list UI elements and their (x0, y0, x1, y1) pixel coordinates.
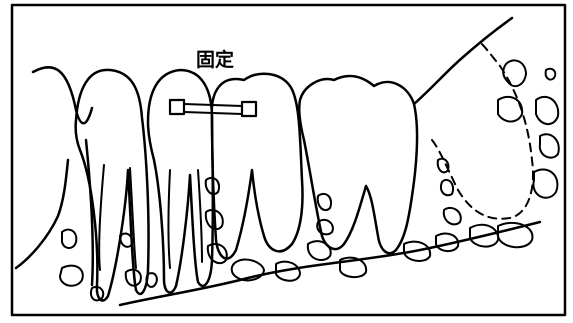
bracket-right (242, 102, 256, 116)
bracket-left (170, 100, 184, 114)
alveolar-outline (16, 140, 93, 285)
tooth-2 (148, 70, 213, 293)
fixation-label: 固定 (196, 48, 234, 71)
gingiva-right (414, 18, 512, 104)
tooth-1 (76, 70, 149, 301)
gingiva-outline (33, 67, 92, 123)
socket-outline (432, 42, 533, 219)
tooth-3 (212, 74, 303, 259)
